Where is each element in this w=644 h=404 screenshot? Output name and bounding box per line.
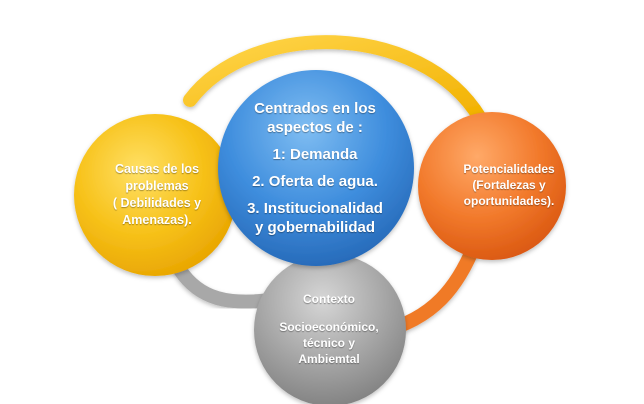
node-contexto-line: Ambiemtal bbox=[298, 352, 360, 366]
node-contexto-line: técnico y bbox=[302, 336, 356, 350]
circle-left bbox=[74, 114, 236, 276]
node-contexto-title: Contexto bbox=[303, 292, 355, 306]
node-centrados-item: y gobernabilidad bbox=[254, 219, 375, 236]
node-centrados-item: 2. Oferta de agua. bbox=[252, 173, 378, 190]
ring-arc-left bbox=[173, 263, 277, 309]
circle-right bbox=[418, 112, 566, 260]
node-centrados: Centrados en los aspectos de : 1: Demand… bbox=[222, 92, 408, 244]
node-causas-line: Amenazas). bbox=[122, 213, 192, 227]
node-centrados-item: 1: Demanda bbox=[272, 146, 358, 163]
node-potencialidades-line: oportunidades). bbox=[463, 194, 555, 208]
node-centrados-heading: Centrados en los bbox=[254, 100, 376, 117]
circle-center bbox=[218, 70, 414, 266]
node-centrados-heading: aspectos de : bbox=[267, 119, 363, 136]
node-causas-line: problemas bbox=[125, 179, 189, 193]
circle-bottom bbox=[254, 254, 406, 404]
ring-arc-top bbox=[183, 35, 487, 125]
node-potencialidades-line: (Fortalezas y bbox=[472, 178, 546, 192]
node-centrados-item: 3. Institucionalidad bbox=[247, 200, 383, 217]
node-causas: Causas de los problemas ( Debilidades y … bbox=[82, 150, 232, 240]
node-contexto: Contexto Socioeconómico, técnico y Ambie… bbox=[254, 284, 404, 374]
node-potencialidades: Potencialidades (Fortalezas y oportunida… bbox=[434, 150, 584, 220]
node-causas-line: ( Debilidades y bbox=[112, 196, 202, 210]
node-causas-line: Causas de los bbox=[114, 162, 200, 176]
node-potencialidades-line: Potencialidades bbox=[463, 162, 555, 176]
node-contexto-line: Socioeconómico, bbox=[279, 320, 379, 334]
